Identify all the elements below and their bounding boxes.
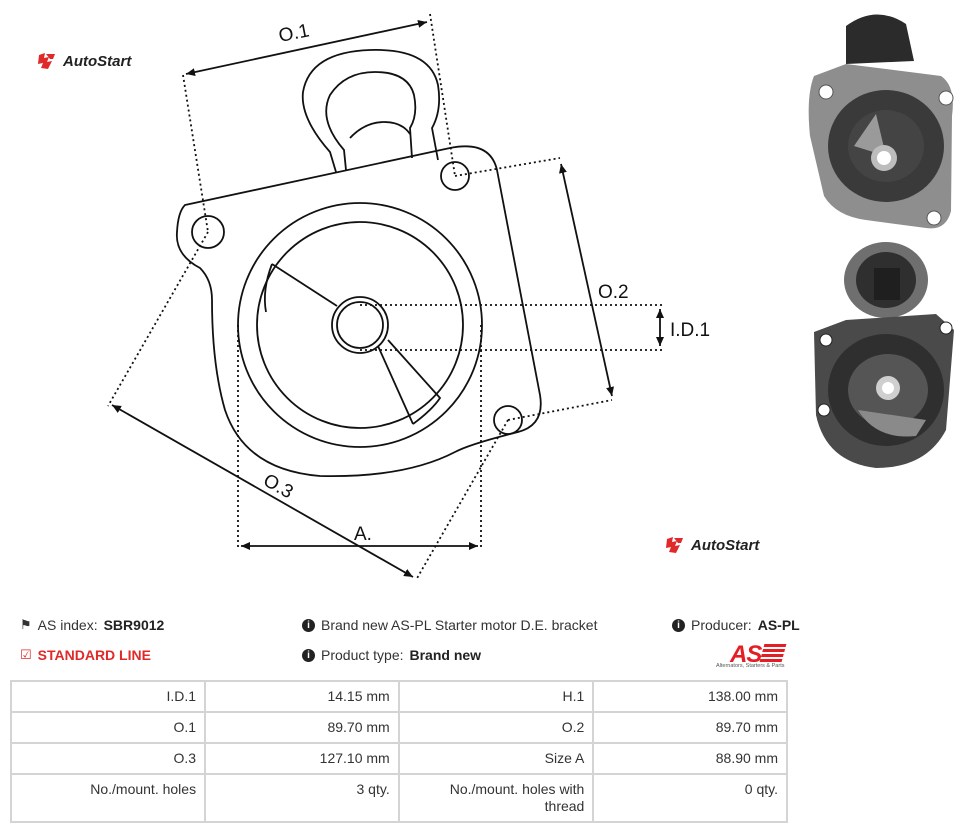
product-description: i Brand new AS-PL Starter motor D.E. bra… [302,617,598,633]
mount-hole-top-right [440,161,470,191]
table-row: O.3 127.10 mm Size A 88.90 mm [12,744,786,773]
top-loop-inner [325,71,417,171]
autostart-logo-icon [666,537,683,553]
autostart-logo: AutoStart [36,52,131,70]
spec-value: 127.10 mm [206,744,398,773]
tags-icon: ⚑ [20,617,32,632]
info-circle-icon: i [302,648,315,662]
spec-value: 89.70 mm [594,713,786,742]
technical-drawing: O.1 O.2 O.3 I.D.1 A. [107,13,710,581]
spec-label: H.1 [399,682,593,711]
as-pl-logo-stripes [759,644,787,662]
spec-value: 14.15 mm [206,682,398,711]
product-type-label: Product type: [321,647,404,663]
mount-hole-left [191,215,225,249]
info-circle-icon: i [672,618,685,632]
autostart-logo-secondary: AutoStart [664,536,759,554]
outer-circle [237,202,483,448]
info-circle-icon: i [302,618,315,632]
dim-line-o1 [185,19,428,77]
top-loop-outer [301,49,441,173]
inner-circle [256,221,464,429]
bracket-photo-back [814,242,954,468]
producer-label: Producer: [691,617,752,633]
product-type-value: Brand new [409,647,482,663]
autostart-logo-text: AutoStart [691,536,760,554]
dim-label-id1: I.D.1 [670,320,710,341]
producer-value: AS-PL [757,617,800,633]
spec-label: No./mount. holes [12,775,205,821]
spec-label: Size A [399,744,593,773]
as-index-label: AS index: [37,617,98,633]
spec-label: No./mount. holes with thread [399,775,593,821]
product-description-text: Brand new AS-PL Starter motor D.E. brack… [321,617,598,633]
spec-label: O.2 [399,713,593,742]
as-pl-logo-mark: AS [730,641,762,668]
spec-value: 89.70 mm [206,713,398,742]
bracket-photo-front [808,14,954,229]
as-index-value: SBR9012 [103,617,165,633]
shaft-bore-inner [336,301,384,349]
table-row: O.1 89.70 mm O.2 89.70 mm [12,713,786,742]
dim-line-o2 [559,163,614,397]
as-pl-logo-tagline: Alternators, Starters & Parts [716,663,785,669]
spec-label: O.1 [12,713,205,742]
dim-label-a: A. [354,524,372,545]
mount-hole-bottom-right [493,405,523,435]
standard-line-label: STANDARD LINE [37,647,151,663]
producer: i Producer: AS-PL [672,617,800,633]
product-type: i Product type: Brand new [302,647,481,663]
spec-label: O.3 [12,744,205,773]
autostart-logo-text: AutoStart [63,52,132,70]
spec-value: 0 qty. [594,775,786,821]
check-square-icon: ☑ [20,647,32,662]
spec-value: 138.00 mm [594,682,786,711]
bracket-outline [176,145,542,478]
spec-value: 88.90 mm [594,744,786,773]
table-row: No./mount. holes 3 qty. No./mount. holes… [12,775,786,821]
shaft-bore-outer [331,296,389,354]
dim-line-o3 [111,404,414,578]
spec-table: I.D.1 14.15 mm H.1 138.00 mm O.1 89.70 m… [10,680,788,823]
autostart-logo-icon [38,53,55,69]
spec-label: I.D.1 [12,682,205,711]
spec-value: 3 qty. [206,775,398,821]
table-row: I.D.1 14.15 mm H.1 138.00 mm [12,682,786,711]
dim-label-o1: O.1 [277,20,311,46]
dim-label-o3: O.3 [260,470,297,503]
standard-line-badge: ☑ STANDARD LINE [20,647,151,663]
as-index: ⚑ AS index: SBR9012 [20,617,164,633]
as-pl-logo: AS Alternators, Starters & Parts [716,641,796,671]
dim-label-o2: O.2 [598,282,629,303]
